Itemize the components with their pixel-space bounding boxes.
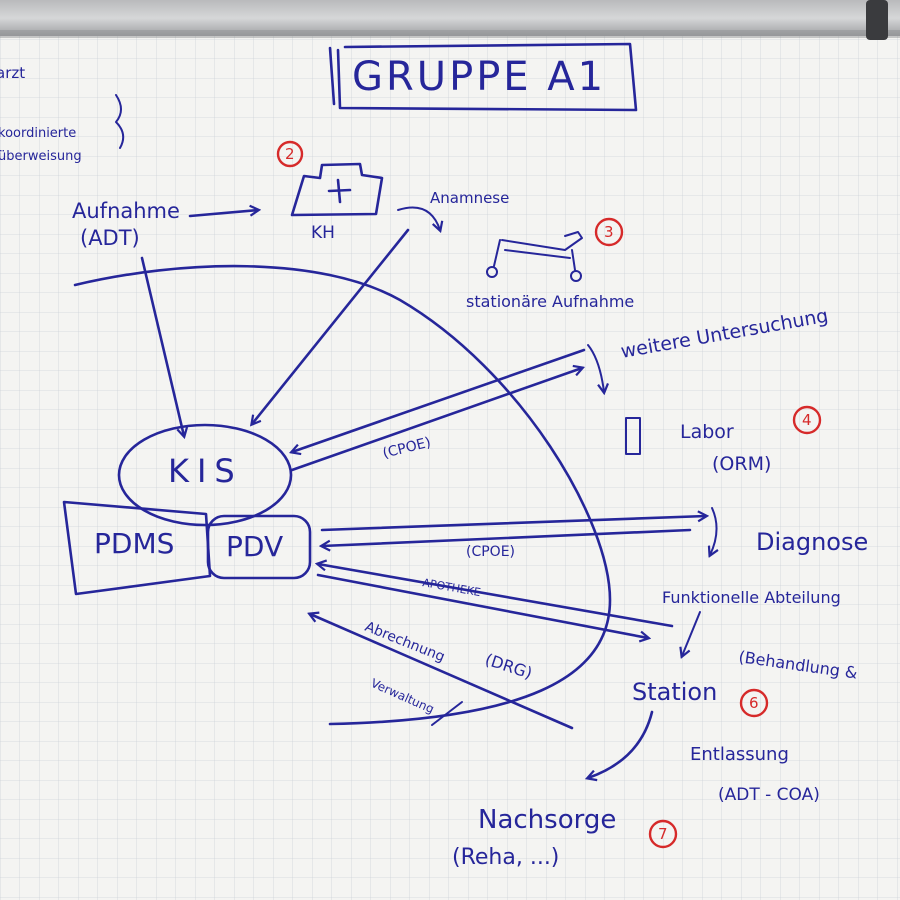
node-nachsorge-label: Nachsorge — [478, 805, 616, 835]
arrow-untersuchung-kis — [292, 348, 586, 452]
arrow-station-verwaltung — [310, 614, 574, 730]
node-labor-sub: (ORM) — [712, 453, 771, 475]
step-number-7-circle — [648, 819, 678, 849]
margin-note-arzt: arzt — [0, 64, 25, 82]
node-kh-label: KH — [311, 223, 335, 243]
node-aufnahme-sub: (ADT) — [80, 226, 140, 250]
arrow-kh-anamnese — [397, 206, 440, 231]
node-aufnahme-label: Aufnahme — [72, 199, 180, 223]
node-pdv-label: PDV — [226, 530, 283, 563]
arrow-to-labor — [587, 344, 604, 392]
step-number-4-circle — [792, 405, 822, 435]
node-entlassung-label: Entlassung — [690, 744, 789, 765]
arrow-aufnahme-kh — [188, 210, 258, 218]
arrow-funktion-station — [682, 611, 701, 656]
edge-label-cpoe-lower: (CPOE) — [466, 544, 515, 560]
margin-note-ueberweisung: überweisung — [0, 149, 82, 164]
arrow-station-nachsorge — [588, 710, 654, 778]
node-pdms-label: PDMS — [94, 527, 174, 560]
paper-grid — [0, 36, 900, 900]
step-number-2-circle — [276, 140, 304, 168]
arrow-pdv-diagnose — [320, 516, 706, 532]
step-number-3: 3 — [604, 223, 614, 241]
arrow-labor-diagnose — [710, 507, 717, 555]
node-anamnese-label: Anamnese — [430, 189, 509, 207]
arrow-station-pdv — [318, 564, 674, 628]
flipchart-holder-bar — [0, 0, 900, 36]
node-kis-label: KIS — [168, 452, 243, 490]
arrow-aufnahme-kis — [140, 256, 184, 436]
step-number-6-circle — [739, 688, 769, 718]
kis-ellipse — [117, 423, 293, 527]
title-frame — [328, 42, 638, 112]
step-number-4: 4 — [802, 411, 812, 429]
labor-tube-icon — [625, 417, 641, 455]
node-stationaere-aufnahme-label: stationäre Aufnahme — [466, 292, 634, 311]
node-nachsorge-sub: (Reha, ...) — [452, 845, 559, 870]
arrow-diagnose-pdv — [322, 528, 692, 546]
holder-clip — [866, 0, 888, 40]
margin-note-koordinierte: koordinierte — [0, 126, 76, 141]
hospital-bed-icon — [486, 231, 583, 282]
node-diagnose-label: Diagnose — [756, 528, 868, 556]
node-station-label: Station — [632, 678, 717, 706]
node-funktionelle-abteilung-label: Funktionelle Abteilung — [662, 588, 841, 607]
arrow-kh-kis — [252, 228, 410, 424]
hospital-icon — [290, 162, 384, 217]
arrow-pdv-station — [316, 573, 648, 638]
pdms-box — [62, 500, 212, 596]
node-labor-label: Labor — [680, 421, 734, 443]
page-title: GRUPPE A1 — [352, 54, 606, 100]
pdv-box — [206, 514, 312, 580]
step-number-3-circle — [594, 217, 624, 247]
node-entlassung-sub: (ADT - COA) — [718, 785, 820, 805]
arrow-kis-untersuchung — [290, 368, 582, 472]
step-number-7: 7 — [658, 825, 668, 843]
step-number-6: 6 — [749, 694, 759, 712]
margin-brace — [115, 94, 125, 149]
step-number-2: 2 — [285, 145, 295, 163]
boundary-curve — [73, 264, 612, 726]
stroke-verwaltung — [431, 701, 463, 726]
